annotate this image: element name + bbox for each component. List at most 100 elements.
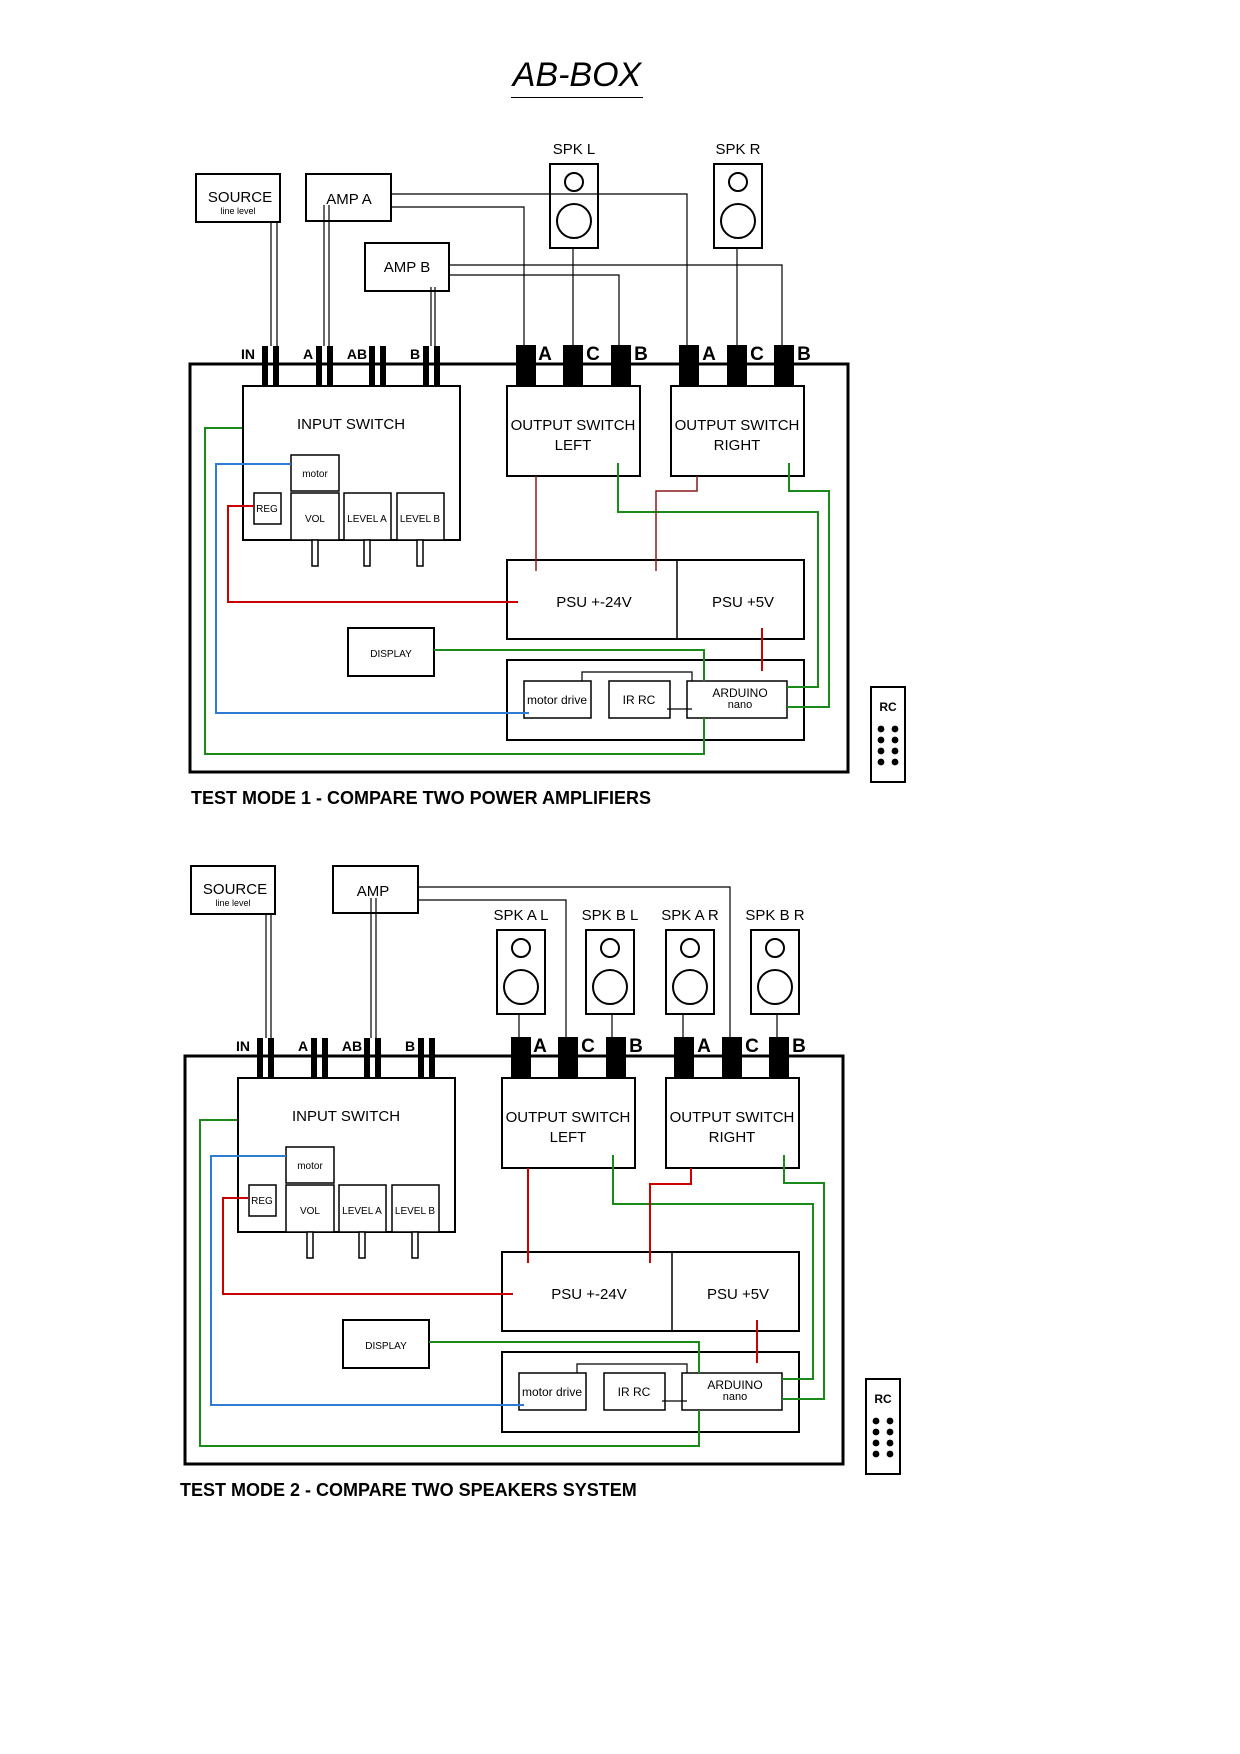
jack-post xyxy=(273,346,279,386)
output-switch-left-side: LEFT xyxy=(555,437,592,454)
tweeter-icon xyxy=(680,938,700,958)
remote-button-icon xyxy=(891,758,899,766)
output-terminal-label: A xyxy=(533,1036,547,1057)
motor-drive-label: motor drive xyxy=(527,693,587,707)
amp-a: AMP A xyxy=(305,173,392,222)
speaker-terminal xyxy=(769,1037,789,1079)
power-supply: PSU +-24V PSU +5V xyxy=(501,1251,800,1332)
pot-shaft xyxy=(363,539,371,567)
amp-a-right-out xyxy=(391,193,688,345)
output-switch-left-label: OUTPUT SWITCH xyxy=(506,1109,631,1126)
jack-post xyxy=(322,1038,328,1078)
input-jack-label: AB xyxy=(347,346,367,362)
jack-post xyxy=(268,1038,274,1078)
motor-label: motor xyxy=(302,469,328,480)
motor-drive-box xyxy=(523,680,592,719)
output-switch-right-box xyxy=(665,1077,800,1169)
speaker-cabinet xyxy=(585,929,635,1015)
display-box xyxy=(342,1319,430,1369)
speaker-label: SPK A R xyxy=(661,907,719,924)
tweeter-icon xyxy=(765,938,785,958)
jack-post xyxy=(375,1038,381,1078)
speaker-cabinet xyxy=(750,929,800,1015)
control-wire xyxy=(204,427,705,755)
input-jack-label: B xyxy=(405,1038,415,1054)
woofer-icon xyxy=(757,969,793,1005)
remote-button-icon xyxy=(891,725,899,733)
ir-rc-box xyxy=(608,680,671,719)
speaker-terminal xyxy=(558,1037,578,1079)
output-switch-right-side: RIGHT xyxy=(709,1129,756,1146)
source-sub-label: line level xyxy=(215,898,250,908)
amp-a-label: AMP A xyxy=(326,191,372,208)
jack-post xyxy=(423,346,429,386)
internal-wiring xyxy=(199,1119,825,1447)
output-right-control-wire xyxy=(782,1155,825,1400)
motor-box xyxy=(285,1146,335,1184)
output-switch-left-label: OUTPUT SWITCH xyxy=(511,417,636,434)
arduino-sub-label: nano xyxy=(728,699,752,711)
jack-post xyxy=(418,1038,424,1078)
motor-drive-label: motor drive xyxy=(522,1385,582,1399)
remote-button-icon xyxy=(886,1439,894,1447)
remote-button-icon xyxy=(891,747,899,755)
remote-button-icon xyxy=(877,736,885,744)
remote-button-icon xyxy=(886,1428,894,1436)
vol-label: VOL xyxy=(305,514,325,525)
motor-box xyxy=(290,454,340,492)
internal-wiring xyxy=(204,427,830,755)
speaker-label: SPK L xyxy=(553,141,596,158)
speaker-terminal xyxy=(606,1037,626,1079)
amp-b-left-out xyxy=(449,274,620,345)
amp-b-right-out xyxy=(449,264,783,345)
remote-button-icon xyxy=(877,725,885,733)
amp-b: AMP B xyxy=(364,242,450,292)
woofer-icon xyxy=(503,969,539,1005)
output-terminal-label: A xyxy=(697,1036,711,1057)
pot-shaft xyxy=(358,1231,366,1259)
source-label: SOURCE xyxy=(203,881,267,898)
output-right-power-wire xyxy=(649,1168,692,1263)
speaker-terminal xyxy=(511,1037,531,1079)
amp-left-out xyxy=(418,899,567,1037)
ir-rc-label: IR RC xyxy=(618,1385,651,1399)
remote-button-icon xyxy=(872,1428,880,1436)
level-b-label: LEVEL B xyxy=(395,1206,436,1217)
output-switch-left: OUTPUT SWITCH LEFT xyxy=(506,385,641,477)
jack-post xyxy=(257,1038,263,1078)
output-terminal-label: B xyxy=(797,344,811,365)
output-terminal-label: B xyxy=(634,344,648,365)
ir-rc-box xyxy=(603,1372,666,1411)
psu-main-label: PSU +-24V xyxy=(551,1286,626,1303)
level-a-pot-box xyxy=(338,1184,387,1233)
speaker-label: SPK B L xyxy=(582,907,639,924)
speaker-label: SPK R xyxy=(715,141,760,158)
speaker-cabinet xyxy=(713,163,763,249)
remote-label: RC xyxy=(874,1392,892,1406)
speaker-terminal xyxy=(516,345,536,387)
speaker-left: SPK L xyxy=(549,141,599,249)
psu-logic-label: PSU +5V xyxy=(707,1286,769,1303)
ir-rc-label: IR RC xyxy=(623,693,656,707)
board-trace xyxy=(576,1363,688,1373)
arduino-box xyxy=(681,1372,783,1411)
output-switch-left-side: LEFT xyxy=(550,1129,587,1146)
jack-post xyxy=(262,346,268,386)
reg-label: REG xyxy=(256,504,278,515)
output-terminal-label: A xyxy=(538,344,552,365)
input-jack-label: B xyxy=(410,346,420,362)
board-trace xyxy=(581,671,693,681)
source-box xyxy=(195,173,281,223)
remote-button-icon xyxy=(877,747,885,755)
psu-main-label: PSU +-24V xyxy=(556,594,631,611)
output-left-control-wire xyxy=(612,1155,814,1380)
jack-post xyxy=(429,1038,435,1078)
